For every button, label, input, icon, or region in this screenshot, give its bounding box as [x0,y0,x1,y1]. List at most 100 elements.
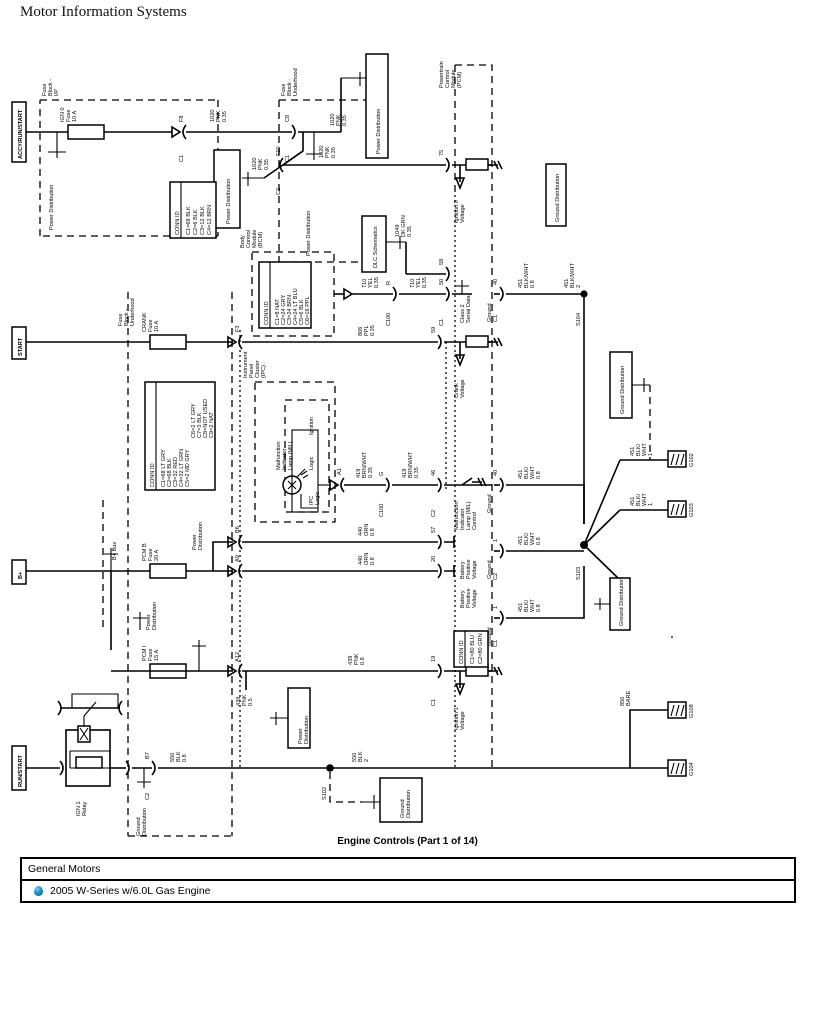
svg-text:850: 850 [620,697,626,706]
svg-text:20: 20 [431,556,437,562]
svg-text:C1: C1 [439,319,445,326]
vehicle-row[interactable]: 2005 W-Series w/6.0L Gas Engine [22,881,794,901]
svg-text:Distribution: Distribution [142,808,148,836]
svg-text:Ignition: Ignition [309,417,315,435]
svg-text:RUN/START: RUN/START [18,755,24,787]
svg-text:550: 550 [352,753,358,762]
power-rail-bplus: B+ [11,559,27,585]
conn-id-fuse-block-ip: CONN ID C1=68 BLK C2=6 BLK C3=12 BLK C4=… [169,181,217,239]
svg-text:C5=2 MD GRY: C5=2 MD GRY [185,449,191,487]
svg-text:G103: G103 [689,503,695,517]
svg-text:0.8: 0.8 [536,537,542,545]
svg-text:C2=6 BLK: C2=6 BLK [193,209,199,235]
svg-text:YEL: YEL [416,277,422,288]
svg-text:Ground: Ground [487,494,493,513]
svg-text:PCM I: PCM I [142,645,148,661]
svg-text:C100: C100 [386,313,392,326]
svg-text:10 A: 10 A [72,111,78,122]
svg-text:Module: Module [451,70,457,88]
enclosure-pcm: Powertrain Control Module (PCM) [439,61,493,770]
svg-text:40: 40 [493,470,499,476]
svg-text:BLK: BLK [358,751,364,762]
svg-text:G102: G102 [689,453,695,467]
svg-text:419: 419 [402,469,408,478]
svg-text:Control: Control [445,70,451,88]
svg-text:451: 451 [518,603,524,612]
svg-text:19: 19 [431,656,437,662]
svg-text:C1=68 BLK: C1=68 BLK [186,206,192,235]
vehicle-info-table: General Motors 2005 W-Series w/6.0L Gas … [20,857,796,903]
svg-text:440: 440 [358,556,364,565]
blue-sphere-icon [34,886,43,896]
svg-text:S102: S102 [322,787,328,800]
svg-text:Distribution: Distribution [406,790,412,818]
svg-text:F10: F10 [276,146,282,156]
svg-text:C4=32 LT GRN: C4=32 LT GRN [179,449,185,487]
svg-text:Battery: Battery [460,561,466,579]
enclosure-fuse-block-underhood-lower: Fuse Block - Underhood [118,292,233,837]
svg-text:A12: A12 [235,652,241,662]
svg-text:451: 451 [518,279,524,288]
svg-text:Relay: Relay [82,801,88,816]
svg-text:Fuse: Fuse [148,320,154,332]
svg-text:Serial Data: Serial Data [466,294,472,323]
svg-text:PCM B: PCM B [142,543,148,561]
svg-text:Fuse: Fuse [148,649,154,661]
ground-distribution-lower-right: Ground Distribution [594,577,631,631]
svg-text:0.35: 0.35 [407,226,413,237]
svg-text:C9=2 NAT: C9=2 NAT [209,412,215,438]
circuit-class-2-serial-data: CONN ID C1=8 NAT C2=24 GRY C3=24 BRN C4=… [258,215,472,329]
svg-text:G104: G104 [689,762,695,776]
svg-text:Ground: Ground [136,817,142,836]
svg-text:0.35: 0.35 [422,277,428,288]
svg-text:15 A: 15 A [154,650,160,661]
svg-text:2: 2 [364,759,370,762]
svg-text:439: 439 [348,656,354,665]
svg-text:IGN 1: IGN 1 [76,801,82,816]
svg-text:Voltage: Voltage [460,711,466,730]
svg-text:B6: B6 [235,526,241,533]
svg-text:Power Distribution: Power Distribution [376,109,382,154]
figure-caption: Engine Controls (Part 1 of 14) [337,836,478,847]
svg-text:I/P: I/P [54,89,60,96]
svg-text:Battery: Battery [460,590,466,608]
svg-text:0.8: 0.8 [370,528,376,536]
svg-text:0.35: 0.35 [264,159,270,170]
svg-text:S103: S103 [576,567,582,580]
svg-text:BLK: BLK [176,751,182,762]
svg-text:40: 40 [493,279,499,285]
svg-text:CONN ID: CONN ID [264,301,270,325]
svg-text:PNK: PNK [354,653,360,665]
svg-text:1020: 1020 [319,146,325,158]
ground-symbol-g108: G108 [667,701,695,719]
svg-text:C2=68 BLK: C2=68 BLK [167,458,173,487]
svg-text:Ground Distribution: Ground Distribution [619,578,625,626]
svg-text:57: 57 [431,527,437,533]
svg-text:C3=12 BLK: C3=12 BLK [200,206,206,235]
svg-text:Voltage: Voltage [460,204,466,223]
svg-text:2: 2 [576,285,582,288]
svg-text:0.8: 0.8 [536,604,542,612]
svg-text:Malfunction: Malfunction [454,501,460,530]
svg-text:0.35: 0.35 [368,467,374,478]
engine-controls-schematic: .ln{stroke:#000;fill:none;stroke-width:1… [0,30,815,840]
page-title: Motor Information Systems [20,4,187,20]
svg-text:C3=24 BRN: C3=24 BRN [287,295,293,325]
svg-text:Malfunction: Malfunction [276,441,282,470]
svg-text:C7=3 BLK: C7=3 BLK [197,412,203,438]
svg-text:Module: Module [252,230,258,248]
svg-text:PNK: PNK [258,158,264,170]
svg-text:451: 451 [518,470,524,479]
svg-text:10 A: 10 A [154,321,160,332]
svg-text:1: 1 [493,606,499,609]
svg-text:C1: C1 [431,699,437,706]
svg-text:0.8: 0.8 [360,657,366,665]
svg-text:BLK/WHT: BLK/WHT [524,263,530,288]
svg-text:START: START [18,337,24,356]
svg-text:IPC: IPC [309,496,315,505]
svg-text:59: 59 [431,327,437,333]
svg-text:Distribution: Distribution [152,602,158,630]
svg-text:C1: C1 [285,155,291,162]
svg-text:C2=24 GRY: C2=24 GRY [281,295,287,325]
svg-text:A9: A9 [235,555,241,562]
